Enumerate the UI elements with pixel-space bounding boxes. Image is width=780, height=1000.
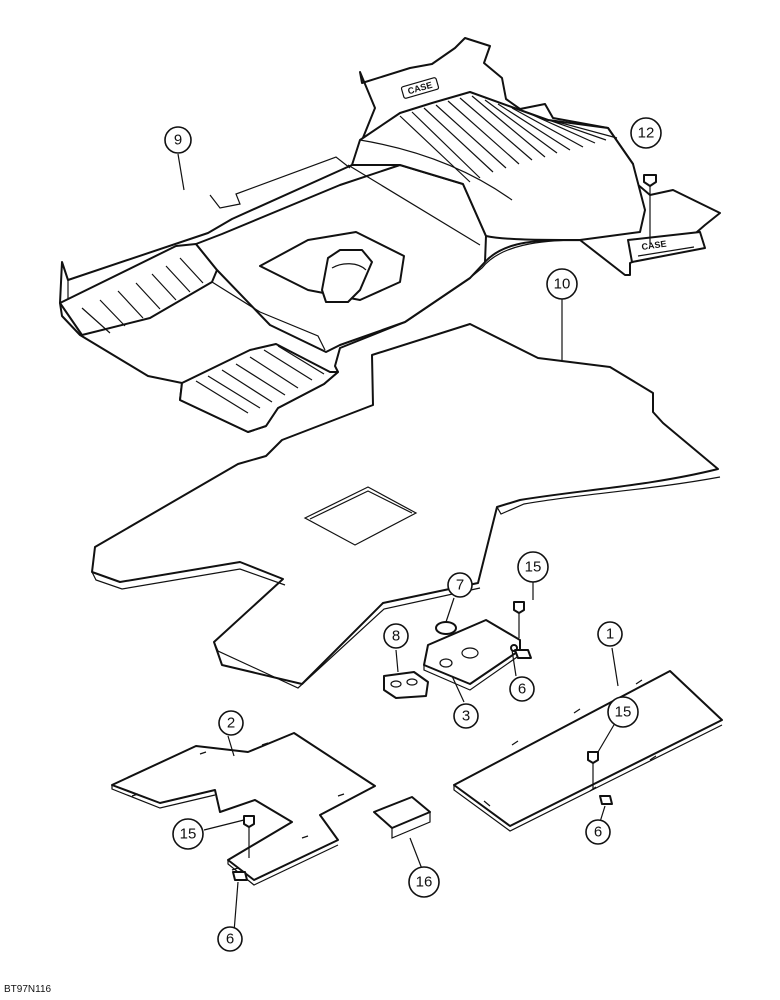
nameplate: CASE: [627, 231, 706, 263]
svg-text:1: 1: [606, 626, 614, 643]
leader-lines: [177, 153, 619, 933]
svg-text:12: 12: [638, 125, 655, 142]
bracket-16: [373, 796, 431, 839]
plug-7: [435, 621, 457, 635]
callout-12: 12: [630, 117, 662, 149]
drawing-reference: BT97N116: [4, 984, 52, 995]
svg-text:2: 2: [227, 715, 235, 732]
screw-12: [643, 174, 657, 244]
clip-6-upper: [514, 649, 532, 659]
svg-text:16: 16: [416, 874, 433, 891]
bolt-15-upper: [513, 578, 534, 638]
svg-text:CASE: CASE: [641, 239, 667, 252]
mat-logo: CASE: [400, 77, 440, 99]
svg-text:15: 15: [180, 826, 197, 843]
svg-text:7: 7: [456, 577, 464, 594]
callout-2: 2: [218, 710, 244, 736]
callout-15-left: 15: [172, 818, 204, 850]
callout-6-left: 6: [217, 926, 243, 952]
svg-text:15: 15: [615, 704, 632, 721]
panel-1: [453, 670, 723, 832]
callout-15-right: 15: [607, 696, 639, 728]
svg-text:15: 15: [525, 559, 542, 576]
bolt-15-right: [587, 751, 613, 805]
clip-6-left: [232, 871, 248, 881]
callout-6-upper: 6: [509, 676, 535, 702]
svg-text:6: 6: [226, 931, 234, 948]
callout-10: 10: [546, 268, 578, 300]
floor-pad: [91, 323, 721, 689]
callout-7: 7: [447, 572, 473, 598]
svg-text:9: 9: [174, 132, 182, 149]
callout-9: 9: [164, 126, 192, 154]
svg-text:8: 8: [392, 628, 400, 645]
svg-text:6: 6: [518, 681, 526, 698]
panel-2: [111, 732, 376, 886]
bolt-15-left: [243, 815, 255, 858]
floor-mat: CASE CASE: [59, 37, 721, 433]
callout-16: 16: [408, 866, 440, 898]
callout-6-right: 6: [585, 819, 611, 845]
svg-text:10: 10: [554, 276, 571, 293]
svg-text:6: 6: [594, 824, 602, 841]
callout-1: 1: [597, 621, 623, 647]
callout-15-upper: 15: [517, 551, 549, 583]
svg-text:3: 3: [462, 708, 470, 725]
bracket-8: [383, 671, 429, 699]
callout-3: 3: [453, 703, 479, 729]
callout-8: 8: [383, 623, 409, 649]
